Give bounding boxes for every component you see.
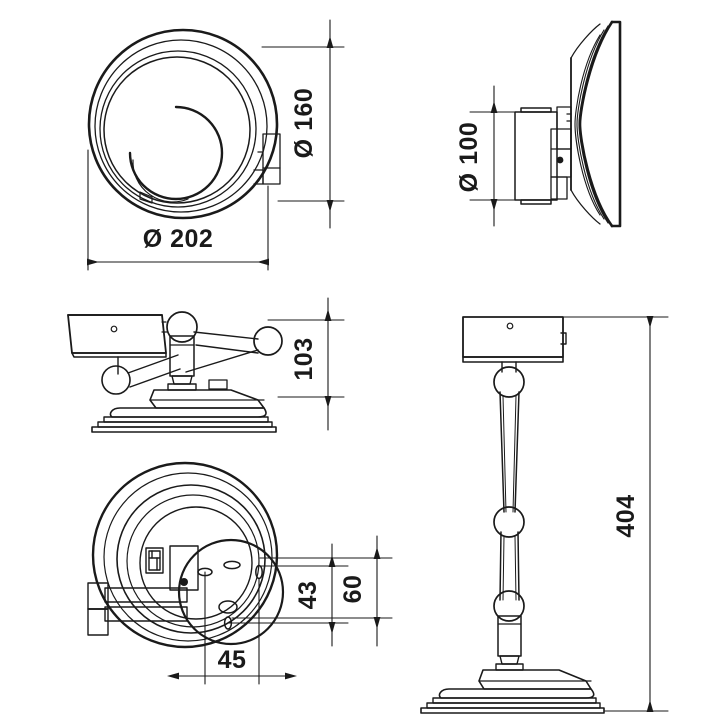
rear-view-center-bracket — [145, 545, 199, 591]
mount-slot-top — [223, 560, 241, 570]
dim-label-housing-depth-diameter: Ø 100 — [455, 122, 483, 193]
front-view-bezel — [99, 50, 257, 208]
folded-side-view — [67, 311, 283, 433]
side-profile-view — [514, 20, 622, 228]
rear-view-arm — [87, 582, 188, 636]
dim-label-mirror-outer-diameter: Ø 202 — [143, 225, 214, 253]
side-profile-hinge — [550, 106, 572, 200]
front-view-side-tab — [253, 133, 281, 185]
dim-folded-height — [267, 297, 345, 431]
extended-view-arm — [493, 361, 525, 671]
front-view-rim-inner — [94, 39, 268, 213]
dim-label-mirror-glass-diameter: Ø 160 — [290, 88, 318, 159]
front-view-outer-rim — [87, 28, 279, 220]
arm-joint-top — [493, 366, 525, 398]
dim-label-mount-hole-spacing-outer: 60 — [339, 575, 367, 604]
dim-mirror-outer-diameter — [87, 149, 269, 271]
extended-side-view — [420, 316, 605, 714]
dim-mount-plate-width — [167, 571, 297, 685]
rear-view-mount-plate — [177, 538, 285, 646]
front-view-rear-ring — [128, 105, 224, 204]
folded-view-arm — [101, 311, 283, 395]
side-profile-mirror-body — [570, 20, 622, 228]
rear-mount-view — [87, 461, 285, 649]
front-view — [87, 28, 281, 220]
rear-view-outer-ring — [91, 461, 279, 649]
folded-view-mirror-head — [67, 314, 168, 358]
extended-view-base — [420, 669, 605, 714]
dim-label-folded-height: 103 — [290, 337, 318, 380]
dim-housing-depth-diameter — [469, 85, 541, 227]
dim-label-mount-hole-spacing-inner: 43 — [294, 581, 322, 610]
dim-mirror-glass-diameter — [261, 19, 345, 229]
dim-extended-length — [559, 316, 669, 712]
dim-mount-hole-spacing-inner — [227, 543, 349, 647]
dim-label-mount-plate-width: 45 — [218, 646, 247, 674]
arm-joint-middle — [493, 506, 525, 538]
mount-hole-center — [218, 600, 238, 614]
extended-view-mirror-head — [462, 316, 567, 363]
dim-label-extended-length: 404 — [612, 494, 640, 537]
front-view-glass — [103, 56, 251, 204]
folded-view-base — [91, 389, 277, 433]
arm-joint-bottom — [493, 590, 525, 622]
